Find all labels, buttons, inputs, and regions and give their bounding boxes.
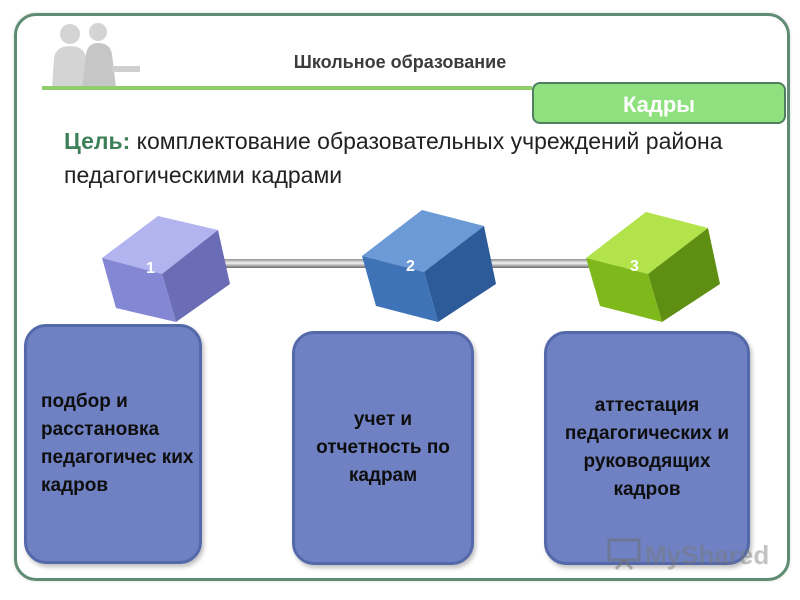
step-number-1: 1	[146, 260, 155, 277]
header-divider	[42, 86, 532, 90]
step-box-2: учет и отчетность по кадрам	[292, 331, 474, 565]
step-text-1: подбор и расстановка педагогичес ких кад…	[41, 391, 194, 496]
step-number-3: 3	[630, 258, 639, 275]
step-cube-1	[102, 216, 230, 322]
watermark-text: MyShared	[645, 540, 770, 570]
step-text-3: аттестация педагогических и руководящих …	[564, 395, 730, 500]
step-text-2: учет и отчетность по кадрам	[316, 409, 450, 486]
page-title: Школьное образование	[293, 52, 507, 72]
step-cube-2	[362, 210, 496, 322]
goal-statement: Цель: комплектование образовательных учр…	[64, 124, 754, 192]
step-box-1: подбор и расстановка педагогичес ких кад…	[24, 324, 202, 564]
step-cube-3	[586, 212, 720, 322]
section-badge: Кадры	[532, 82, 786, 124]
goal-label: Цель:	[64, 128, 131, 154]
people-silhouette-icon	[52, 23, 140, 88]
step-box-3: аттестация педагогических и руководящих …	[544, 331, 750, 565]
presentation-board-icon	[607, 538, 641, 570]
step-number-2: 2	[406, 258, 415, 275]
goal-text: комплектование образовательных учреждени…	[64, 128, 723, 188]
